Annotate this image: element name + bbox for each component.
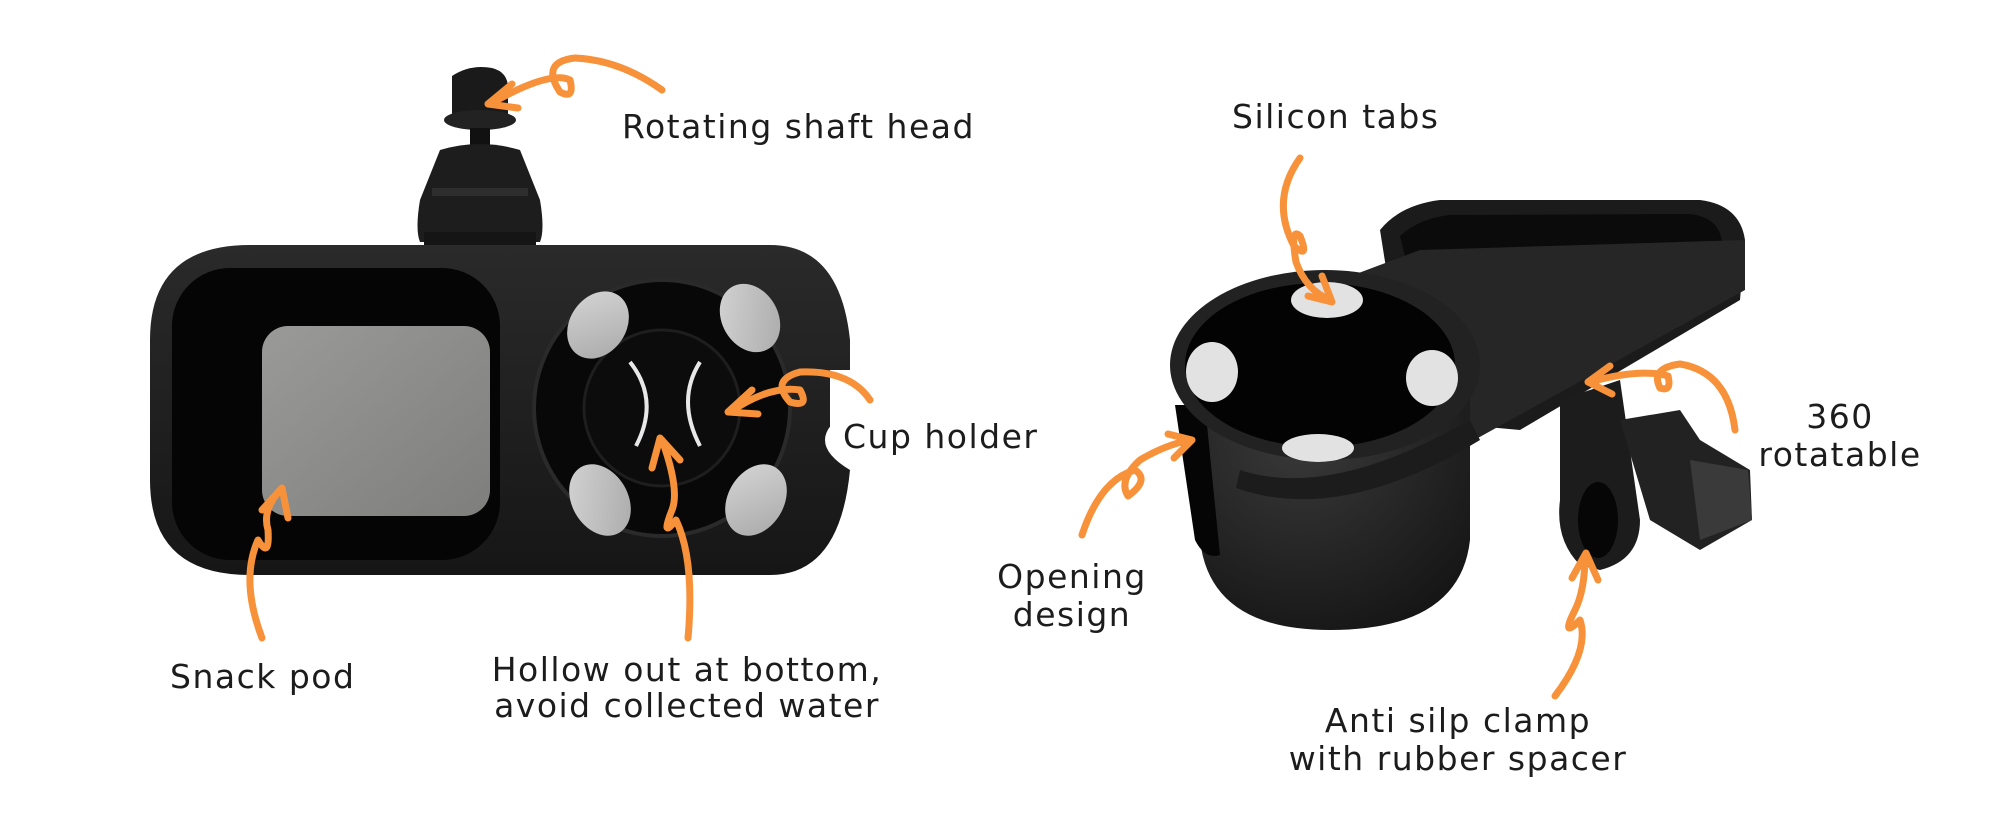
label-opening-design: Opening design bbox=[972, 558, 1172, 634]
arrow-360-rotatable bbox=[1586, 360, 1739, 434]
arrow-hollow-bottom bbox=[658, 436, 694, 642]
cup-holder bbox=[532, 278, 870, 538]
arrowhead bbox=[1304, 272, 1336, 306]
label-hollow-bottom: Hollow out at bottom, avoid collected wa… bbox=[437, 652, 937, 724]
rotating-shaft-head bbox=[417, 67, 543, 246]
label-rotating-shaft-head: Rotating shaft head bbox=[622, 107, 975, 146]
label-opening-line2: design bbox=[1012, 595, 1132, 634]
arrow-anti-slip-clamp bbox=[1551, 551, 1589, 700]
silicon-tab bbox=[1186, 342, 1238, 402]
arrowhead bbox=[1584, 362, 1616, 398]
label-anti-slip-clamp: Anti silp clamp with rubber spacer bbox=[1258, 702, 1658, 778]
label-opening-line1: Opening bbox=[997, 557, 1147, 596]
arrow-opening-design bbox=[1078, 436, 1194, 539]
label-hollow-line1: Hollow out at bottom, bbox=[491, 650, 883, 689]
arrowhead bbox=[648, 434, 684, 472]
angled-view-product bbox=[1170, 200, 1752, 630]
silicon-tab bbox=[1406, 350, 1458, 406]
label-360-line1: 360 bbox=[1806, 397, 1874, 436]
label-360-rotatable: 360 rotatable bbox=[1740, 398, 1940, 474]
arrowhead bbox=[258, 484, 292, 522]
silicon-tab bbox=[1282, 434, 1354, 462]
arrow-rotating-shaft-head bbox=[486, 54, 666, 108]
label-clamp-line2: with rubber spacer bbox=[1288, 739, 1628, 778]
label-snack-pod: Snack pod bbox=[170, 657, 356, 696]
arrow-silicon-tabs bbox=[1279, 154, 1334, 304]
label-360-line2: rotatable bbox=[1758, 435, 1922, 474]
label-clamp-line1: Anti silp clamp bbox=[1324, 701, 1592, 740]
arrowhead bbox=[724, 386, 762, 418]
arrow-snack-pod bbox=[246, 486, 284, 642]
label-silicon-tabs: Silicon tabs bbox=[1232, 97, 1440, 136]
arrowhead bbox=[1164, 430, 1196, 462]
annotation-arrows bbox=[246, 54, 1739, 700]
clamp bbox=[1559, 380, 1752, 570]
arrowhead bbox=[1568, 549, 1602, 584]
arrow-cup-holder bbox=[726, 368, 874, 416]
label-cup-holder: Cup holder bbox=[843, 417, 1039, 456]
arrowhead bbox=[484, 80, 522, 112]
snack-pod-floor bbox=[262, 326, 490, 516]
label-hollow-line2: avoid collected water bbox=[494, 686, 880, 725]
